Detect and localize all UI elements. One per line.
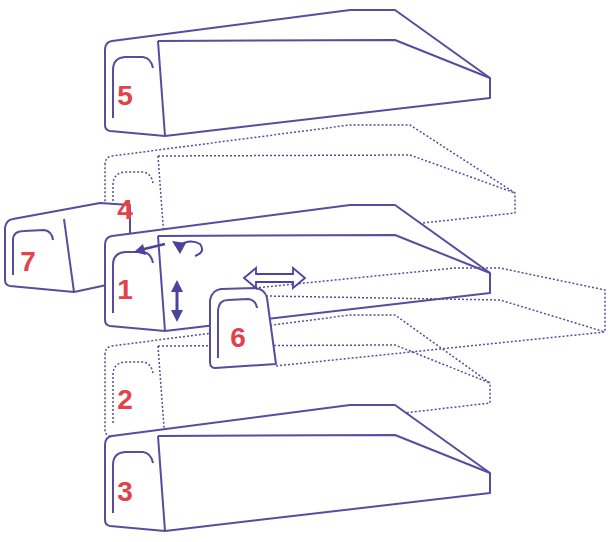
horizontal-arrow [244,268,305,288]
callout-number: 1 [117,276,133,304]
keycap-outline [210,288,276,368]
keycap-edge [158,346,165,441]
callout-number: 2 [117,386,133,414]
keycap-arch [13,230,53,275]
arrow-head [171,310,183,322]
keycap-front [210,288,276,368]
callout-number: 4 [117,196,133,224]
keycap-arch [218,299,257,358]
keycap-edge [64,219,74,292]
keycap-edge [158,155,515,193]
arrow-head [172,241,186,254]
keycap-dotted [255,268,605,366]
callout-number: 5 [117,82,133,110]
motion-arrows [134,241,305,322]
keycap-arch [113,362,153,423]
callout-number: 3 [117,478,133,506]
keycap-outline [255,268,605,366]
keycap-edge [158,345,490,383]
vertical-arrow [176,290,179,312]
callout-number: 7 [20,248,36,276]
keycap-arch [113,172,153,233]
keycap-edge [266,296,605,332]
arrow-head [134,244,146,255]
keycaps [5,10,605,531]
keycap-solid [105,405,490,531]
keycap-solid [105,205,490,331]
keycap-solid [105,10,490,136]
arrow-head [171,280,183,292]
callout-number: 6 [230,324,246,352]
